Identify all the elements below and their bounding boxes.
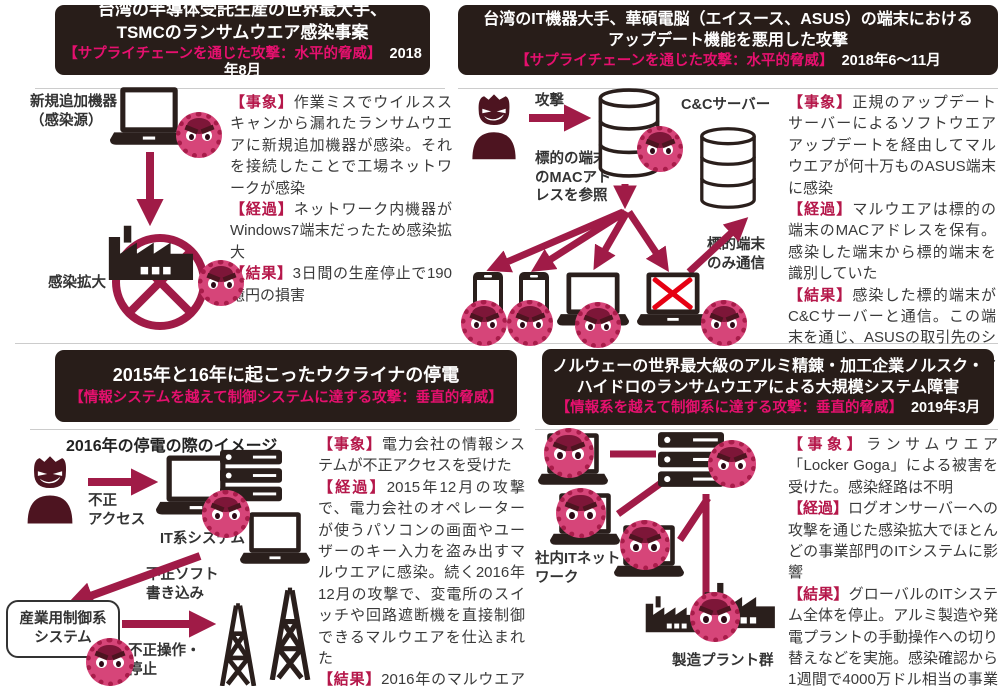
virus-icon [176, 112, 222, 158]
result-paragraph: 【結果】グローバルのITシステム全体を停止。アルミ製造や発電プラントの手動操作へ… [788, 585, 999, 688]
tag-keika: 【経過】 [230, 201, 294, 219]
tag-jisho: 【事象】 [230, 94, 294, 111]
process-paragraph: 【経過】マルウエアは標的の端末のMACアドレスを保有。感染した端末から標的端末を… [788, 201, 996, 283]
title-line: アップデート機能を悪用した攻撃 [607, 32, 848, 50]
virus-icon [544, 428, 594, 478]
divider [30, 429, 520, 430]
panel-title: ノルウェーの世界最大級のアルミ精錬・加工企業ノルスク・ ハイドロのランサムウエア… [548, 356, 988, 398]
tag-jisho: 【事象】 [318, 436, 382, 453]
spread-label: 感染拡大 [48, 275, 106, 291]
factory-icon [108, 225, 194, 280]
date-label: 2018年6～11月 [841, 53, 941, 70]
incident-description: 【事象】作業ミスでウイルススキャンから漏れたランサムウエアに新規追加機器が感染。… [230, 92, 452, 306]
arrows-overlay [486, 104, 749, 275]
title-line: 台湾のIT機器大手、華碩電脳（エイスース、ASUS）の端末における [483, 11, 973, 29]
internal-network-label: 社内ITネット ワーク [535, 551, 621, 586]
virus-icon [202, 490, 250, 538]
divider [538, 343, 998, 344]
server-rack-icon [658, 432, 724, 487]
hacker-icon [472, 94, 516, 160]
date-label: 2018年8月 [223, 46, 422, 80]
transmission-tower-icon [219, 603, 257, 686]
virus-icon [701, 300, 747, 346]
fact-paragraph: 【事象】作業ミスでウイルススキャンから漏れたランサムウエアに新規追加機器が感染。… [230, 94, 452, 197]
tag-kekka: 【結果】 [788, 585, 849, 603]
laptop-icon [240, 512, 310, 564]
process-paragraph: 【経過】ネットワーク内機器がWindows7端末だったため感染拡大 [230, 201, 452, 261]
virus-icon [690, 592, 740, 642]
new-device-label: 新規追加機器 （感染源） [30, 94, 117, 129]
factory-icon [645, 596, 702, 633]
result-paragraph: 【結果】3日間の生産停止で190億円の損害 [230, 265, 452, 304]
panel-subtitle: 【情報系を越えて制御系に達する攻撃：垂直的脅威】 2019年3月 [548, 400, 988, 417]
result-paragraph: 【結果】2016年のマルウエア感染では、サイバー攻撃のみで停電が発生した [318, 671, 525, 688]
fact-paragraph: 【事象】正規のアップデートサーバーによるソフトウエアアップデートを経由してマルウ… [788, 94, 996, 197]
panel-tsmc: 台湾の半導体受託生産の世界最大手、 TSMCのランサムウエア感染事案 【サプライ… [0, 0, 455, 344]
panel-header: 台湾の半導体受託生産の世界最大手、 TSMCのランサムウエア感染事案 【サプライ… [55, 0, 430, 79]
panel-header: 2015年と16年に起こったウクライナの停電 【情報システムを越えて制御システム… [55, 350, 517, 422]
threat-type-label: 【サプライチェーンを通じた攻撃：水平的脅威】 [63, 46, 382, 63]
tag-jisho: 【事象】 [788, 436, 867, 453]
threat-type-label: 【サプライチェーンを通じた攻撃：水平的脅威】 [515, 53, 834, 70]
virus-icon [461, 300, 507, 346]
fact-paragraph: 【事象】電力会社の情報システムが不正アクセスを受けた [318, 436, 525, 475]
transmission-tower-icon [269, 587, 311, 680]
tag-kekka: 【結果】 [230, 265, 293, 283]
incident-description: 【事象】ランサムウエア「Locker Goga」による被害を受けた。感染経路は不… [788, 434, 998, 688]
red-x-icon [651, 278, 695, 310]
panel-header: 台湾のIT機器大手、華碩電脳（エイスース、ASUS）の端末における アップデート… [458, 5, 998, 75]
tag-keika: 【経過】 [318, 478, 387, 496]
panel-norsk-hydro: ノルウェーの世界最大級のアルミ精錬・加工企業ノルスク・ ハイドロのランサムウエア… [530, 344, 1000, 688]
incident-description: 【事象】電力会社の情報システムが不正アクセスを受けた 【経過】2015年12月の… [318, 434, 525, 688]
virus-icon [620, 520, 670, 570]
virus-icon [86, 638, 134, 686]
plant-group-label: 製造プラント群 [672, 653, 774, 669]
cc-server-label: C&Cサーバー [681, 97, 771, 113]
panel-title: 台湾のIT機器大手、華碩電脳（エイスース、ASUS）の端末における アップデート… [464, 9, 992, 51]
virus-icon [198, 260, 244, 306]
tag-keika: 【経過】 [788, 500, 849, 518]
title-line: ハイドロのランサムウエアによる大規模システム障害 [576, 379, 960, 397]
cc-server-icon [700, 127, 756, 209]
process-paragraph: 【経過】2015年12月の攻撃で、電力会社のオペレーターが使うパソコンの画面やユ… [318, 478, 525, 668]
title-line: 台湾の半導体受託生産の世界最大手、 [98, 0, 387, 20]
arrows-overlay [66, 468, 217, 638]
tag-keika: 【経過】 [788, 201, 853, 219]
panel-title: 台湾の半導体受託生産の世界最大手、 TSMCのランサムウエア感染事案 [61, 0, 424, 44]
panel-subtitle: 【サプライチェーンを通じた攻撃：水平的脅威】 2018年6～11月 [464, 53, 992, 70]
divider [35, 88, 445, 89]
panel-subtitle: 【情報システムを越えて制御システムに達する攻撃：垂直的脅威】 [61, 390, 511, 407]
panel-title: 2015年と16年に起こったウクライナの停電 [61, 364, 511, 388]
divider [458, 88, 998, 89]
fact-paragraph: 【事象】ランサムウエア「Locker Goga」による被害を受けた。感染経路は不… [788, 436, 998, 496]
tag-kekka: 【結果】 [788, 286, 853, 304]
virus-icon [507, 300, 553, 346]
divider [535, 429, 998, 430]
unauthorized-access-label: 不正 アクセス [88, 493, 146, 528]
hacker-icon [27, 456, 73, 524]
virus-icon [575, 302, 621, 348]
title-line: TSMCのランサムウエア感染事案 [116, 22, 369, 42]
panel-ukraine: 2015年と16年に起こったウクライナの停電 【情報システムを越えて制御システム… [0, 344, 530, 688]
title-line: 2015年と16年に起こったウクライナの停電 [112, 365, 460, 386]
attack-label: 攻撃 [535, 93, 564, 109]
threat-type-label: 【情報システムを越えて制御システムに達する攻撃：垂直的脅威】 [69, 390, 503, 407]
divider [15, 343, 528, 344]
process-paragraph: 【経過】ログオンサーバーへの攻撃を通じた感染拡大でほとんどの事業部門のITシステ… [788, 500, 999, 582]
tag-kekka: 【結果】 [318, 671, 382, 688]
virus-icon [556, 488, 606, 538]
mac-reference-label: 標的の端末 のMACアド レスを参照 [535, 151, 612, 205]
laptop-icon [110, 87, 188, 145]
threat-type-label: 【情報系を越えて制御系に達する攻撃：垂直的脅威】 [555, 400, 903, 417]
panel-asus: 台湾のIT機器大手、華碩電脳（エイスース、ASUS）の端末における アップデート… [455, 0, 1000, 389]
panel-subtitle: 【サプライチェーンを通じた攻撃：水平的脅威】2018年8月 [61, 46, 424, 81]
tag-jisho: 【事象】 [788, 94, 853, 111]
virus-icon [637, 126, 683, 172]
panel-header: ノルウェーの世界最大級のアルミ精錬・加工企業ノルスク・ ハイドロのランサムウエア… [542, 349, 994, 425]
date-label: 2019年3月 [910, 400, 981, 417]
virus-icon [708, 440, 756, 488]
title-line: ノルウェーの世界最大級のアルミ精錬・加工企業ノルスク・ [552, 358, 984, 376]
malicious-operation-label: 不正操作・ 停止 [128, 643, 201, 678]
